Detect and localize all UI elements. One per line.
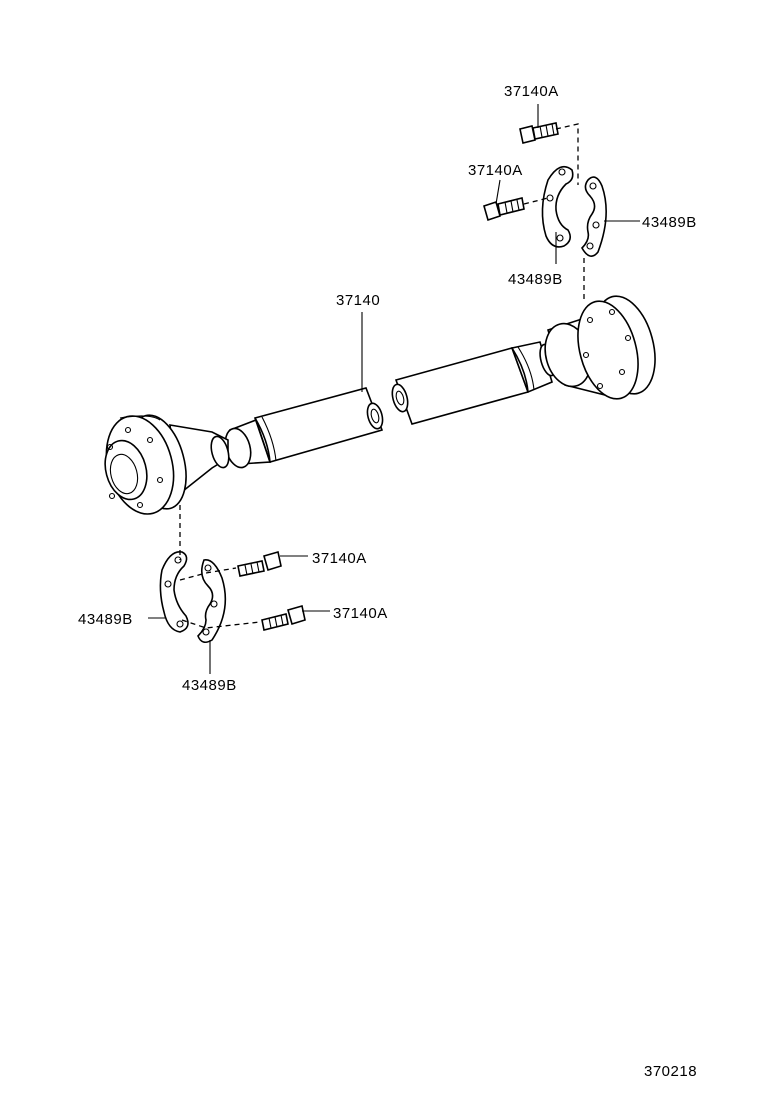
upper-lock-plate-left <box>541 165 574 248</box>
label-lower-bottom-plate: 43489B <box>182 677 237 694</box>
shaft-left-section <box>224 387 384 469</box>
label-top-bolt: 37140A <box>504 83 559 100</box>
lower-bolt-lower <box>261 604 306 631</box>
label-shaft: 37140 <box>336 292 380 309</box>
shaft-right-flange <box>544 295 656 400</box>
figure-number: 370218 <box>644 1063 697 1080</box>
lower-lock-plate-right <box>197 559 227 644</box>
leader-lines <box>148 104 640 674</box>
label-upper-left-plate: 43489B <box>508 271 563 288</box>
propeller-shaft-assembly <box>104 295 656 515</box>
lower-lock-plate-left <box>159 551 189 633</box>
lower-bolt-upper <box>237 550 282 577</box>
label-upper-right-plate: 43489B <box>642 214 697 231</box>
upper-lock-plate-right <box>581 176 607 257</box>
label-lower-bolt-upper: 37140A <box>312 550 367 567</box>
label-lower-bolt-lower: 37140A <box>333 605 388 622</box>
shaft-left-flange <box>104 414 230 515</box>
upper-bolt-top <box>519 122 559 144</box>
upper-dashed-mid <box>523 197 549 205</box>
upper-dashed-top <box>555 123 579 185</box>
lower-dashed-upper <box>179 567 237 581</box>
label-lower-left-plate: 43489B <box>78 611 133 628</box>
upper-bolt-mid <box>483 197 525 222</box>
label-upper-bolt: 37140A <box>468 162 523 179</box>
